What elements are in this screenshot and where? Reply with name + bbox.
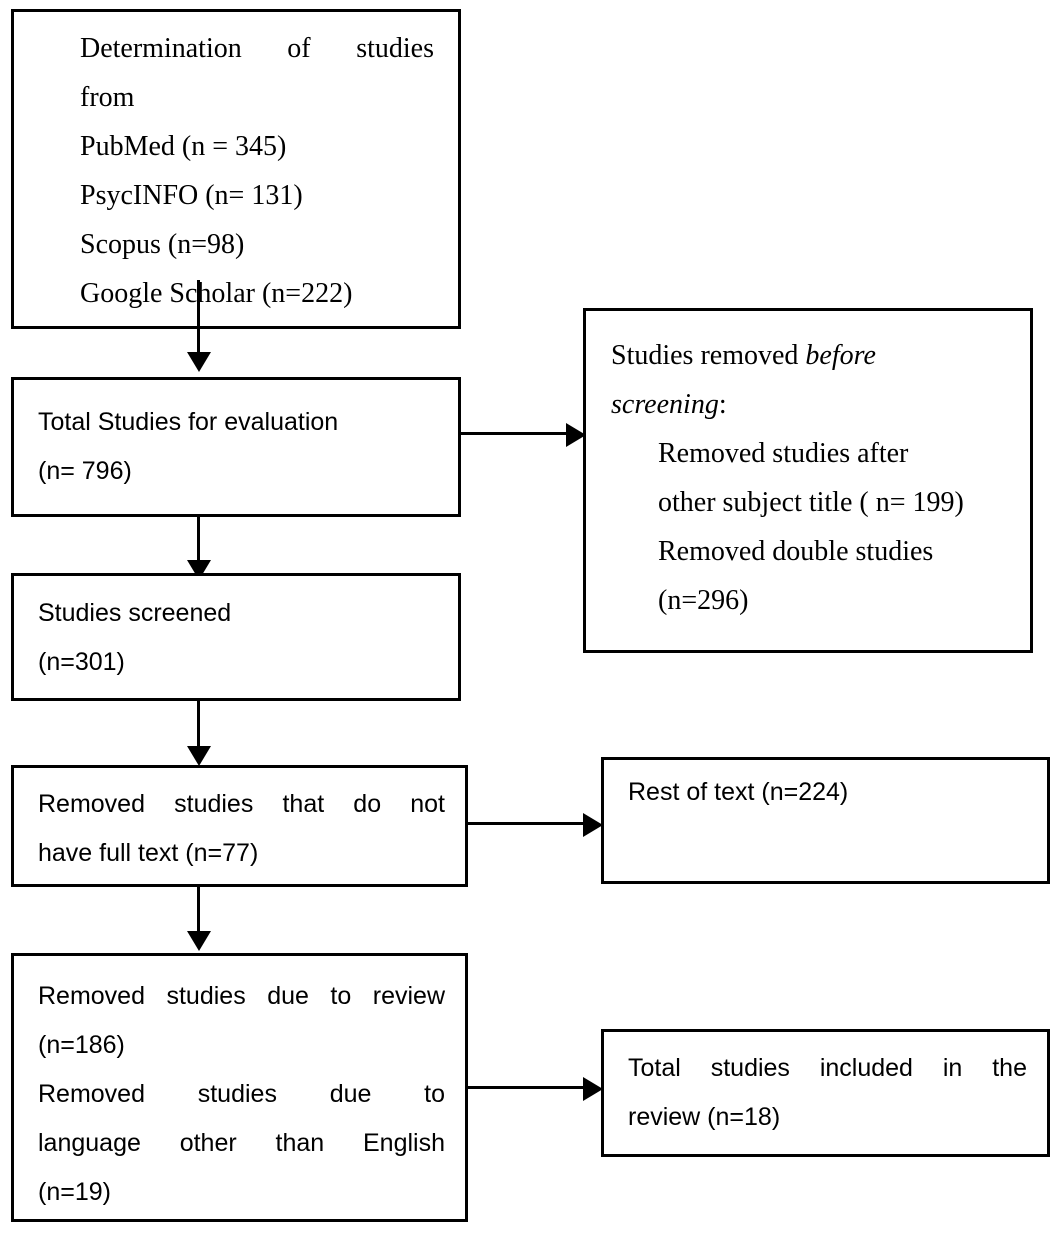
sources-line-from: from (80, 82, 135, 113)
removed-no-full-text-line-2: have full text (n=77) (38, 839, 259, 867)
sources-line-google-scholar: Google Scholar (n=222) (80, 278, 353, 309)
removed-review-line-1: Removed studies due to review (38, 982, 445, 1010)
removed-before-line-double-a: Removed double studies (658, 536, 934, 567)
studies-screened-line-count: (n=301) (38, 648, 125, 676)
connector-total-to-removed-before (461, 432, 571, 435)
sources-line-scopus: Scopus (n=98) (80, 229, 245, 260)
studies-screened-line-label: Studies screened (38, 599, 232, 627)
arrow-sources-to-total-icon (187, 352, 211, 372)
connector-no-full-text-to-rest (468, 822, 588, 825)
box-total-studies: Total Studies for evaluation (n= 796) (11, 377, 461, 517)
removed-language-line-3: (n=19) (38, 1178, 111, 1206)
box-removed-no-full-text: Removed studies that do not have full te… (11, 765, 468, 887)
removed-before-line-heading: Studies removed before (611, 331, 1012, 380)
connector-no-full-text-to-removed-review (197, 886, 200, 936)
removed-before-line-subject-b: other subject title ( n= 199) (658, 487, 964, 518)
connector-sources-to-total (197, 280, 200, 354)
box-included-in-review: Total studies included in the review (n=… (601, 1029, 1050, 1157)
sources-line-title: Determination of studies (80, 33, 434, 64)
box-rest-of-text: Rest of text (n=224) (601, 757, 1050, 884)
arrow-removed-review-to-included-icon (583, 1077, 603, 1101)
box-studies-screened: Studies screened (n=301) (11, 573, 461, 701)
removed-before-heading-prefix: Studies removed (611, 340, 806, 371)
connector-removed-review-to-included (468, 1086, 588, 1089)
arrow-screened-to-no-full-text-icon (187, 746, 211, 766)
removed-before-heading2-italic: screening (611, 389, 719, 420)
box-sources: Determination of studies from PubMed (n … (11, 9, 461, 329)
removed-before-heading-italic: before (805, 340, 876, 371)
removed-before-line-subject-a: Removed studies after (658, 438, 909, 469)
removed-no-full-text-line-1: Removed studies that do not (38, 790, 445, 818)
box-removed-before-screening: Studies removed before screening: Remove… (583, 308, 1033, 653)
arrow-total-to-removed-before-icon (566, 423, 586, 447)
included-line-2: review (n=18) (628, 1103, 781, 1131)
rest-of-text-line-1: Rest of text (n=224) (628, 778, 849, 806)
removed-before-heading2-suffix: : (718, 389, 727, 420)
total-studies-line-label: Total Studies for evaluation (38, 408, 339, 436)
arrow-no-full-text-to-removed-review-icon (187, 931, 211, 951)
removed-language-line-1: Removed studies due to (38, 1080, 445, 1108)
removed-before-line-double-b: (n=296) (658, 585, 749, 616)
total-studies-line-count: (n= 796) (38, 457, 132, 485)
sources-line-psycinfo: PsycINFO (n= 131) (80, 180, 303, 211)
included-line-1: Total studies included in the (628, 1054, 1027, 1082)
connector-total-to-screened (197, 516, 200, 566)
removed-before-line-heading2: screening: (611, 380, 1012, 429)
connector-screened-to-no-full-text (197, 700, 200, 752)
arrow-no-full-text-to-rest-icon (583, 813, 603, 837)
box-removed-review-language: Removed studies due to review (n=186) Re… (11, 953, 468, 1222)
removed-review-line-2: (n=186) (38, 1031, 125, 1059)
removed-language-line-2: language other than English (38, 1129, 445, 1157)
sources-line-pubmed: PubMed (n = 345) (80, 131, 287, 162)
